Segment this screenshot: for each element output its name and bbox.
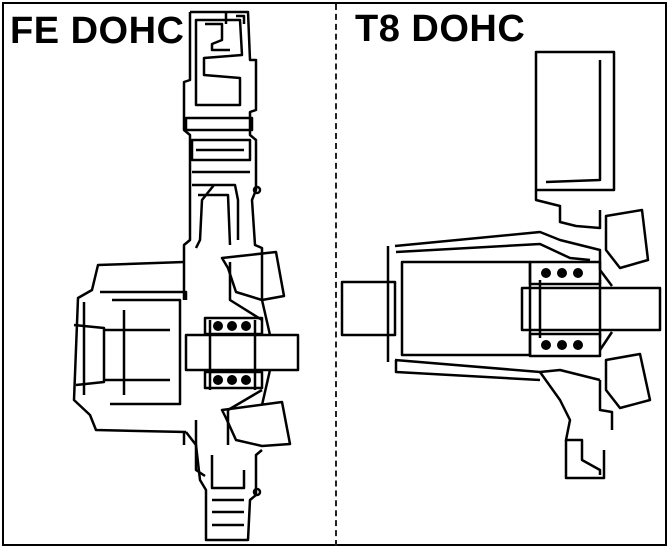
panel-divider bbox=[335, 4, 337, 546]
t8-dohc-title: T8 DOHC bbox=[355, 8, 526, 50]
fe-dohc-title: FE DOHC bbox=[10, 10, 185, 52]
t8-dohc-pump-drawing bbox=[340, 50, 662, 480]
fe-dohc-pump-drawing bbox=[72, 10, 300, 542]
